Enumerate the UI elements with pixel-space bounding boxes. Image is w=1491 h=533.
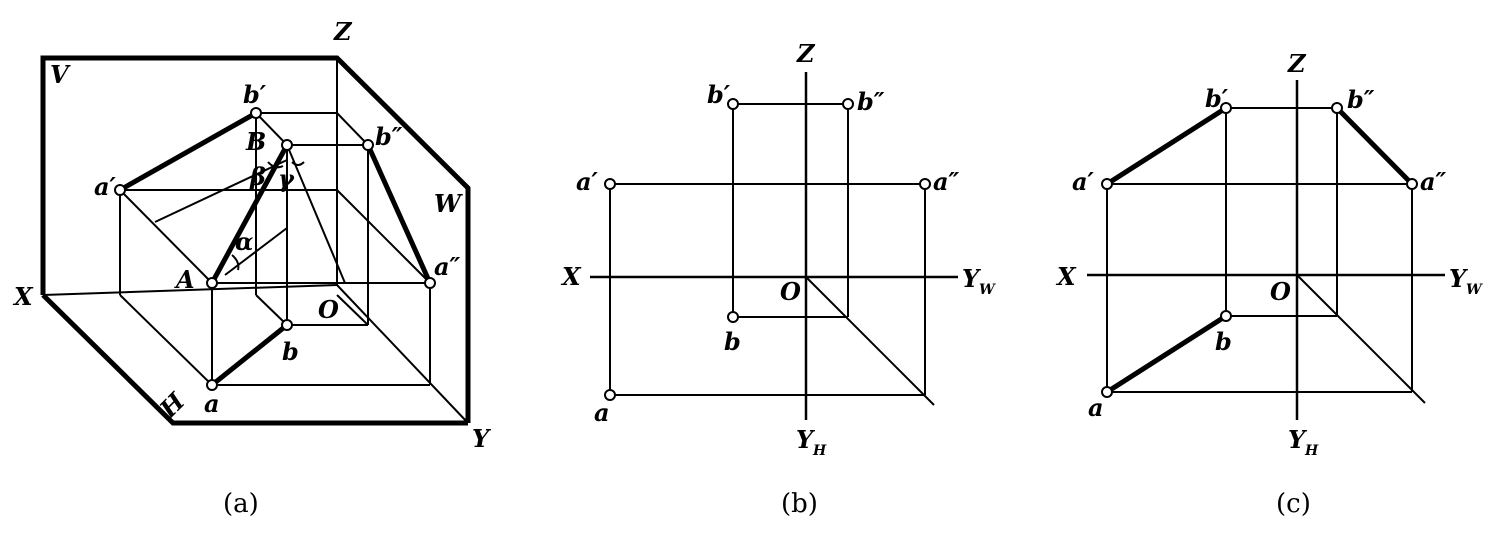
label-a2: a″ (933, 167, 960, 196)
point-b2 (842, 98, 854, 110)
point-a1 (114, 184, 126, 196)
label-B: B (245, 127, 266, 156)
label-gamma: γ (278, 164, 295, 193)
point-b1 (727, 98, 739, 110)
caption-b: (b) (781, 489, 818, 519)
label-b1: b′ (707, 80, 731, 109)
label-axis-x: X (560, 262, 582, 291)
proj-line (119, 189, 213, 284)
proj-line (255, 112, 288, 146)
point-a1 (1101, 178, 1113, 190)
label-alpha: α (235, 227, 253, 256)
line-AB (209, 142, 290, 286)
label-axis-yw: Y (962, 264, 982, 293)
label-axis-yw: Y (1449, 264, 1469, 293)
diagonal-45 (1296, 274, 1426, 404)
label-plane-w: W (434, 189, 463, 218)
point-b (727, 311, 739, 323)
point-a (604, 389, 616, 401)
label-axis-yh-sub: H (812, 443, 827, 459)
figure-a: V Z W X Y H O b′ B b″ a′ β γ α A a″ b a … (12, 17, 492, 519)
point-b1 (1220, 102, 1232, 114)
point-a2 (1406, 178, 1418, 190)
line-a1-b1 (1104, 105, 1229, 187)
label-b: b (282, 337, 299, 366)
line-a1-b1 (117, 110, 259, 193)
label-axis-yh: Y (1288, 425, 1308, 454)
label-axis-yh: Y (796, 425, 816, 454)
point-a2 (919, 178, 931, 190)
point-B (281, 139, 293, 151)
label-beta: β (249, 162, 266, 191)
label-a1: a′ (94, 172, 117, 201)
angle-construction-line (286, 144, 346, 284)
diagonal-45 (805, 276, 935, 406)
label-origin: O (318, 295, 339, 324)
line-a-b (209, 322, 290, 388)
label-b1: b′ (243, 80, 267, 109)
label-plane-v: V (50, 60, 71, 89)
label-axis-z: Z (333, 17, 353, 46)
label-a1: a′ (576, 167, 599, 196)
label-a2: a″ (434, 252, 461, 281)
caption-c: (c) (1276, 489, 1311, 519)
point-b2 (1331, 102, 1343, 114)
label-a2: a″ (1420, 167, 1447, 196)
label-b: b (1215, 327, 1232, 356)
label-a: a (594, 398, 610, 427)
axis-oy (336, 284, 469, 424)
alpha-arc (231, 254, 240, 271)
label-A: A (174, 265, 195, 294)
proj-line (336, 294, 369, 326)
label-axis-yw-sub: W (979, 282, 996, 298)
line-b2-a2 (1334, 105, 1415, 187)
figure-b: Z b′ b″ a′ a″ X Y W O b a Y H (b) (560, 39, 996, 519)
angle-construction-line (154, 159, 288, 223)
proj-line (255, 294, 288, 326)
point-b (281, 319, 293, 331)
label-b: b (724, 327, 741, 356)
proj-line (336, 189, 431, 284)
label-a: a (204, 389, 220, 418)
point-A (206, 277, 218, 289)
point-b2 (362, 139, 374, 151)
label-origin: O (1270, 277, 1291, 306)
angle-construction-line (224, 227, 288, 276)
point-a2 (424, 277, 436, 289)
point-a1 (604, 178, 616, 190)
point-a (206, 379, 218, 391)
line-a-b (1104, 313, 1229, 395)
figure-c: Z b′ b″ a′ a″ X Y W O b a Y H (c) (1055, 49, 1483, 519)
label-b2: b″ (857, 87, 885, 116)
line-a2-b2 (365, 142, 433, 286)
label-plane-h: H (153, 386, 191, 424)
label-a1: a′ (1072, 167, 1095, 196)
label-axis-yh-sub: H (1304, 443, 1319, 459)
label-axis-x: X (1055, 262, 1077, 291)
point-b (1220, 310, 1232, 322)
caption-a: (a) (223, 489, 259, 519)
proj-line (336, 112, 369, 146)
gamma-arc (291, 161, 305, 166)
label-b2: b″ (1347, 85, 1375, 114)
point-a (1101, 386, 1113, 398)
proj-line (119, 294, 213, 386)
label-axis-z: Z (1287, 49, 1307, 78)
label-axis-yw-sub: W (1466, 282, 1483, 298)
label-origin: O (780, 277, 801, 306)
label-b2: b″ (375, 122, 403, 151)
label-b1: b′ (1205, 84, 1229, 113)
label-axis-y: Y (472, 424, 492, 453)
h-plane-frame (41, 293, 468, 426)
point-b1 (250, 107, 262, 119)
label-axis-x: X (12, 282, 34, 311)
label-axis-z: Z (796, 39, 816, 68)
label-a: a (1088, 393, 1104, 422)
